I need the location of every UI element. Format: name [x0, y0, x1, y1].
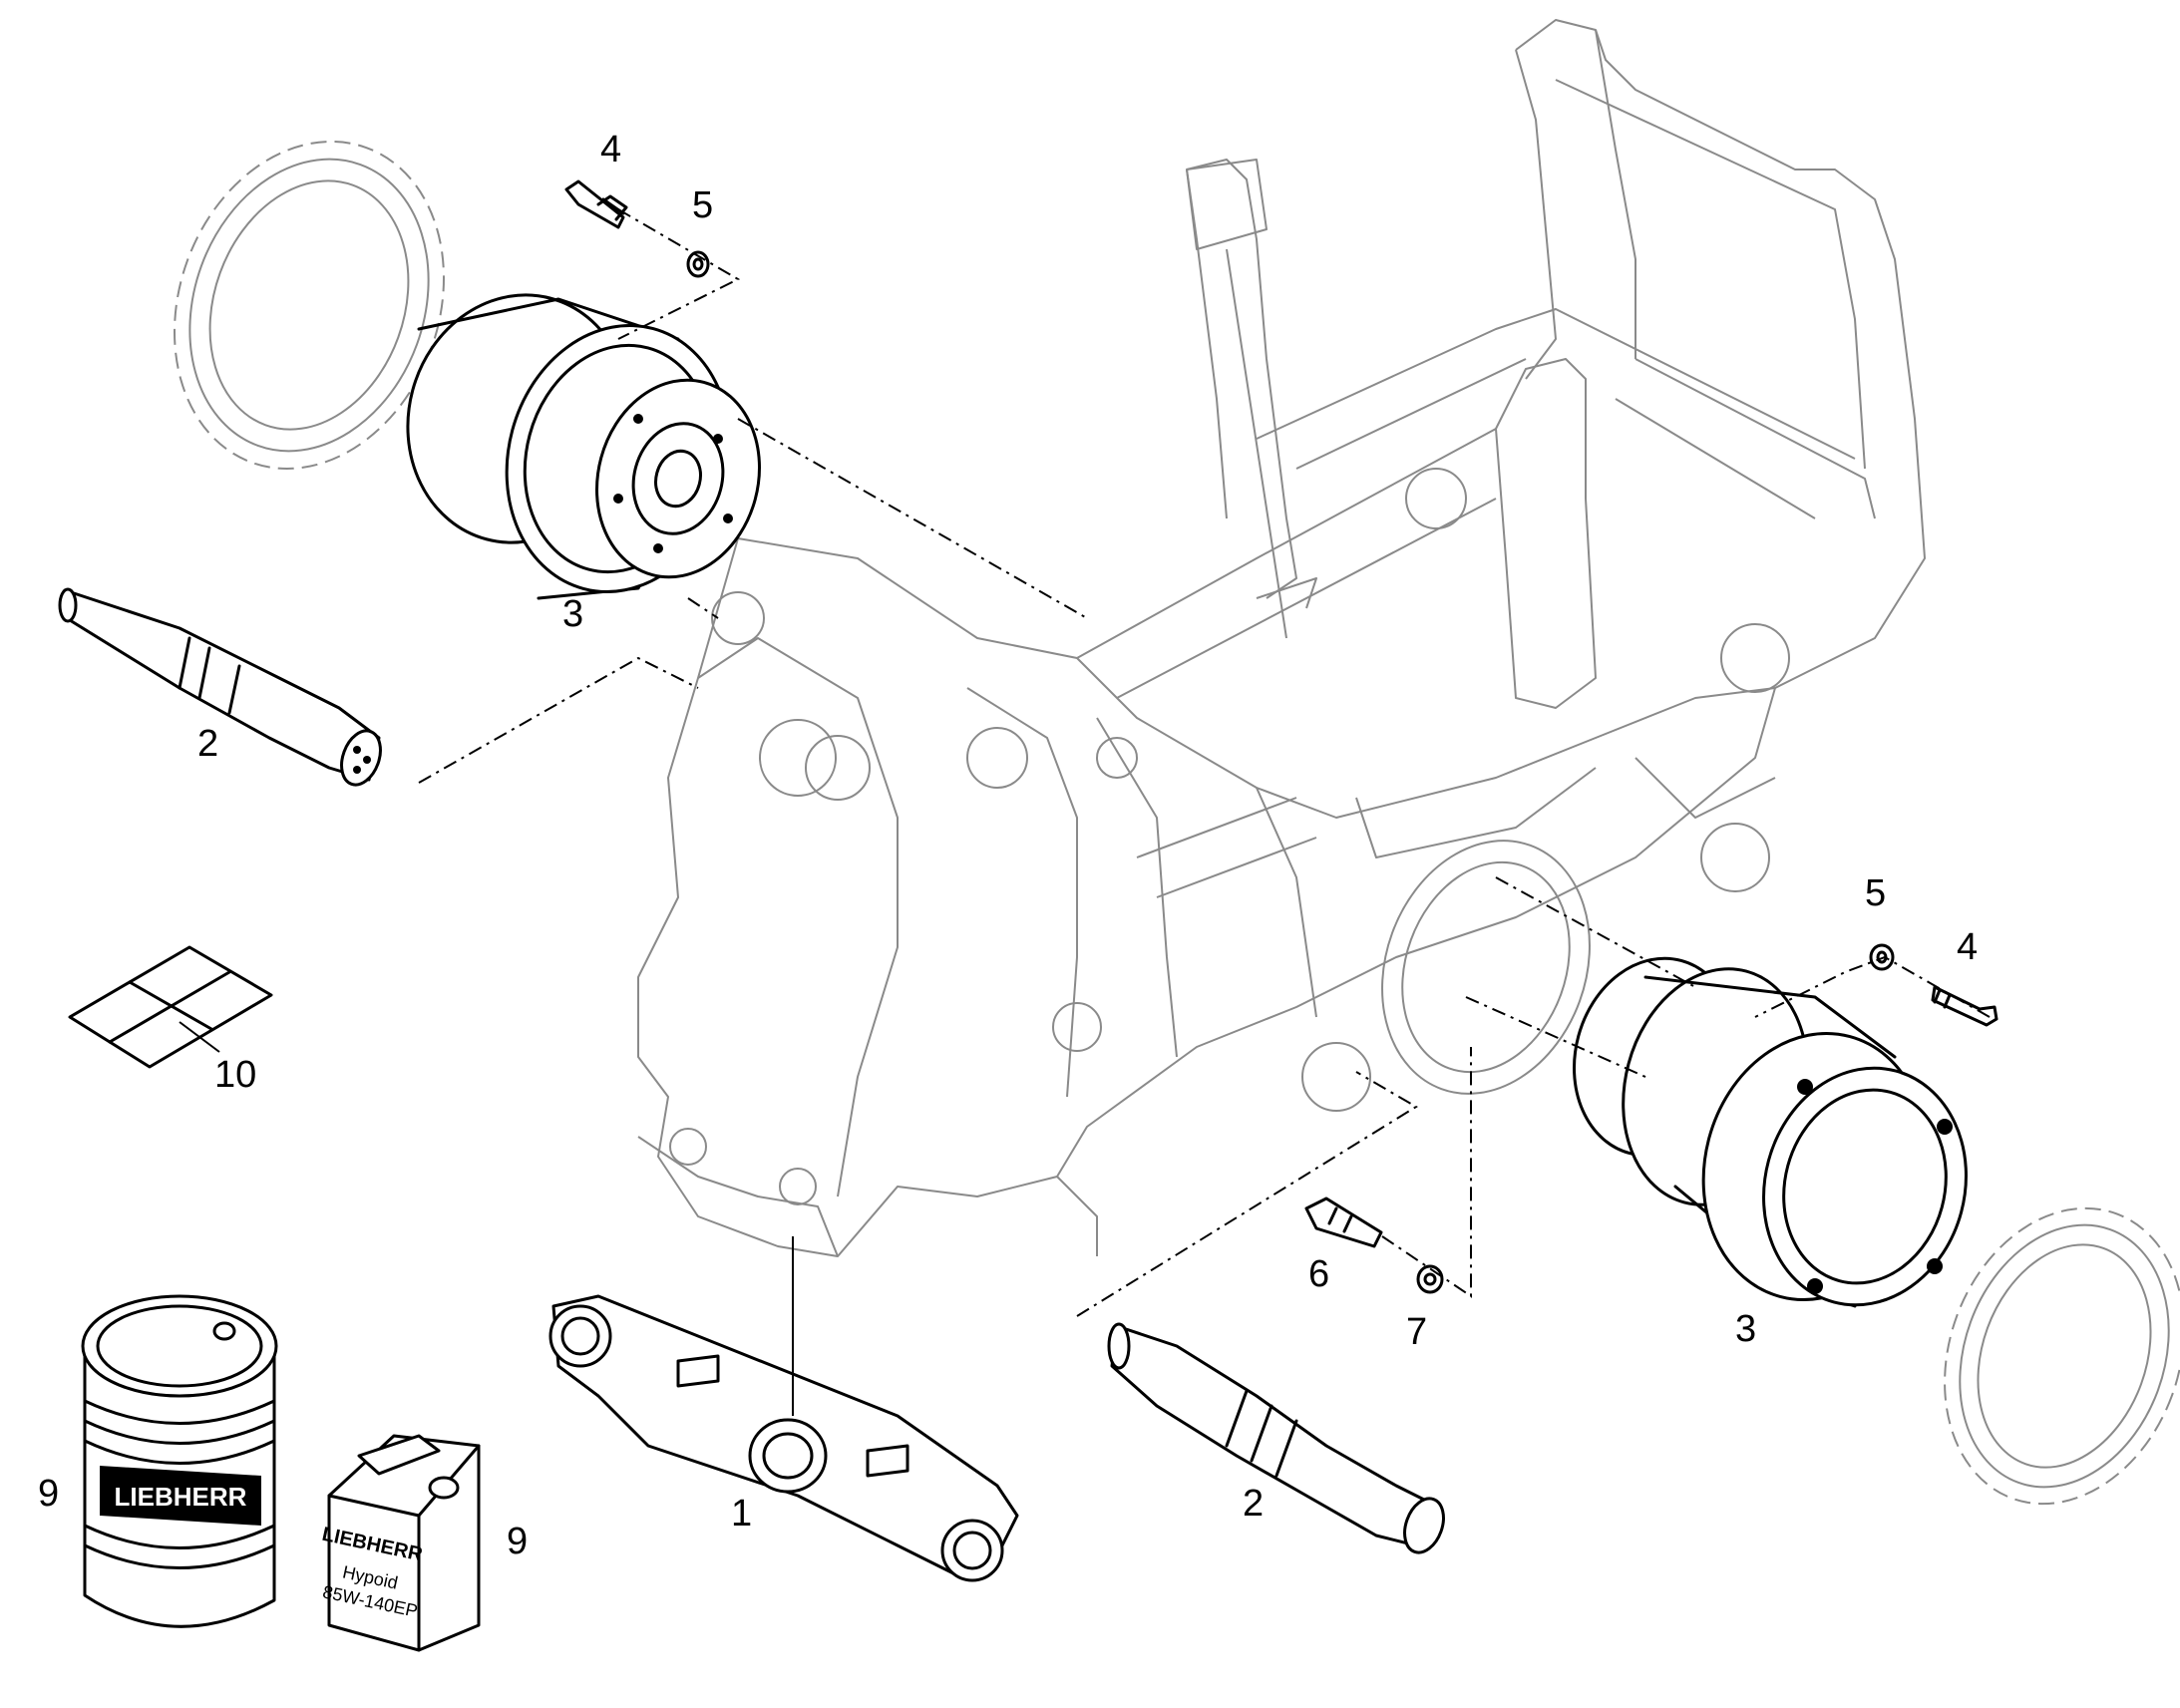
sprocket-right	[1944, 1206, 2180, 1506]
callout-4-left: 4	[600, 129, 621, 171]
oil-drum: LIEBHERR	[81, 1294, 278, 1628]
axle-shaft-left	[58, 587, 382, 787]
callout-4-right: 4	[1957, 926, 1978, 968]
travel-drive-right	[1573, 956, 1968, 1308]
callout-2-right: 2	[1243, 1483, 1264, 1525]
travel-drive-left	[406, 293, 761, 600]
drum-brand-label: LIEBHERR	[115, 1482, 247, 1512]
sprocket-left	[174, 140, 445, 471]
callout-5-right: 5	[1865, 872, 1886, 914]
bolt-left-4	[564, 179, 628, 229]
callout-1: 1	[731, 1493, 752, 1535]
callout-10: 10	[214, 1054, 256, 1096]
callout-6: 6	[1308, 1253, 1329, 1295]
documentation-sheet	[68, 945, 273, 1069]
axle-shaft-right	[1107, 1322, 1445, 1554]
assembly-lines	[418, 208, 1991, 1317]
callout-3-right: 3	[1735, 1308, 1756, 1350]
oil-canister: LIEBHERR Hypoid 85W-140EP	[320, 1434, 481, 1652]
bolt-right-4	[1931, 985, 1998, 1027]
bolt-6	[1304, 1196, 1383, 1248]
callout-9-canister: 9	[507, 1521, 528, 1562]
callout-2-left: 2	[197, 723, 218, 765]
callout-7: 7	[1406, 1311, 1427, 1353]
callout-3-left: 3	[562, 593, 583, 635]
callout-9-drum: 9	[38, 1473, 59, 1515]
washer-right-5	[1869, 943, 1895, 971]
equalizer-beam	[548, 1236, 1019, 1582]
main-frame	[637, 19, 1926, 1257]
washer-7	[1416, 1264, 1444, 1294]
callout-5-left: 5	[692, 184, 713, 226]
callouts: 1 2 2 3 3 4 4 5 5 6 7 9 9 10	[38, 129, 1978, 1562]
